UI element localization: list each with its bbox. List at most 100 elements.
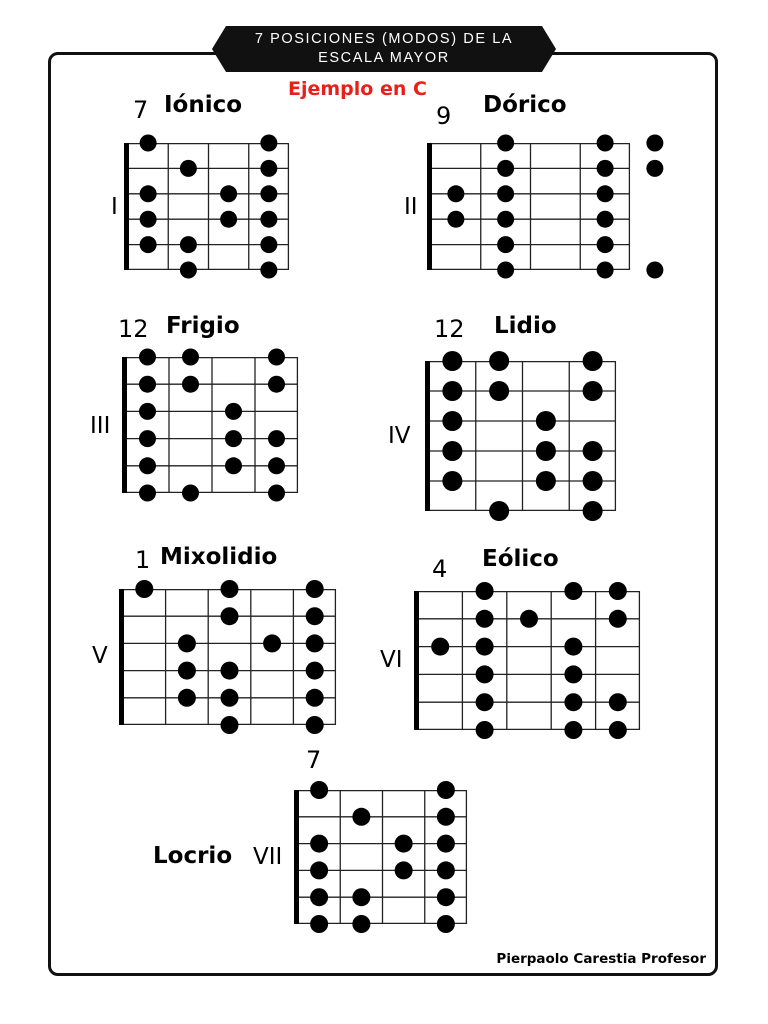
finger-dot bbox=[436, 781, 455, 799]
finger-dot bbox=[220, 716, 239, 734]
banner-title-line-2: ESCALA MAYOR bbox=[318, 50, 450, 66]
finger-dot bbox=[310, 915, 329, 933]
finger-dot bbox=[442, 381, 463, 401]
finger-dot bbox=[564, 693, 583, 712]
finger-dot bbox=[220, 688, 239, 707]
finger-dot bbox=[139, 402, 156, 420]
finger-dot bbox=[139, 185, 157, 203]
finger-dot bbox=[582, 351, 603, 371]
finger-dot bbox=[475, 665, 494, 684]
finger-dot bbox=[475, 637, 494, 656]
finger-dot bbox=[442, 351, 463, 371]
finger-dot bbox=[139, 430, 156, 448]
finger-dot bbox=[447, 185, 465, 203]
fretboard-lidio bbox=[425, 351, 617, 521]
finger-dot bbox=[310, 834, 329, 853]
fretboard-grid bbox=[427, 134, 664, 279]
mode-name-dorico: Dórico bbox=[483, 92, 567, 118]
position-label-lidio: IV bbox=[388, 423, 411, 449]
fret-number-frigio: 12 bbox=[118, 315, 149, 343]
nut-bar bbox=[122, 357, 127, 493]
finger-dot bbox=[182, 484, 199, 502]
finger-dot bbox=[352, 888, 371, 907]
finger-dot bbox=[608, 721, 627, 739]
position-label-mixolidio: V bbox=[92, 643, 108, 669]
finger-dot bbox=[135, 580, 154, 598]
position-label-ionico: I bbox=[111, 194, 118, 220]
finger-dot bbox=[497, 185, 515, 203]
finger-dot bbox=[310, 888, 329, 907]
finger-dot bbox=[139, 134, 157, 152]
finger-dot bbox=[564, 665, 583, 684]
finger-dot bbox=[564, 637, 583, 656]
mode-name-mixolidio: Mixolidio bbox=[160, 544, 278, 570]
finger-dot bbox=[436, 888, 455, 907]
finger-dot bbox=[139, 348, 156, 366]
finger-dot bbox=[268, 375, 285, 393]
fretboard-grid bbox=[414, 582, 641, 739]
finger-dot bbox=[535, 441, 556, 461]
finger-dot bbox=[352, 915, 371, 933]
finger-dot bbox=[608, 609, 627, 628]
banner-title: 7 POSICIONES (MODOS) DE LA ESCALA MAYOR bbox=[212, 30, 556, 68]
finger-dot bbox=[310, 781, 329, 799]
nut-bar bbox=[119, 589, 124, 725]
finger-dot bbox=[220, 580, 239, 598]
finger-dot bbox=[305, 580, 324, 598]
finger-dot bbox=[646, 159, 664, 177]
finger-dot bbox=[268, 348, 285, 366]
position-label-eolico: VI bbox=[380, 647, 403, 673]
finger-dot bbox=[442, 441, 463, 461]
fretboard-mixolidio bbox=[119, 580, 337, 734]
finger-dot bbox=[268, 430, 285, 448]
position-label-locrio: VII bbox=[253, 844, 283, 870]
finger-dot bbox=[260, 134, 278, 152]
position-label-dorico: II bbox=[404, 194, 418, 220]
finger-dot bbox=[497, 261, 515, 279]
finger-dot bbox=[220, 661, 239, 680]
finger-dot bbox=[260, 261, 278, 279]
finger-dot bbox=[436, 807, 455, 826]
mode-name-locrio: Locrio bbox=[153, 843, 233, 869]
finger-dot bbox=[596, 261, 614, 279]
finger-dot bbox=[305, 688, 324, 707]
finger-dot bbox=[596, 236, 614, 254]
finger-dot bbox=[177, 661, 196, 680]
finger-dot bbox=[608, 693, 627, 712]
finger-dot bbox=[305, 634, 324, 653]
finger-dot bbox=[489, 381, 510, 401]
finger-dot bbox=[260, 210, 278, 228]
finger-dot bbox=[582, 441, 603, 461]
finger-dot bbox=[179, 236, 197, 254]
nut-bar bbox=[124, 143, 129, 270]
finger-dot bbox=[582, 471, 603, 491]
finger-dot bbox=[489, 501, 510, 521]
mode-name-lidio: Lidio bbox=[494, 313, 557, 339]
finger-dot bbox=[225, 457, 242, 475]
author-credit: Pierpaolo Carestia Profesor bbox=[496, 951, 706, 967]
finger-dot bbox=[394, 834, 413, 853]
nut-bar bbox=[425, 361, 430, 511]
finger-dot bbox=[646, 134, 664, 152]
finger-dot bbox=[305, 661, 324, 680]
banner-title-line-1: 7 POSICIONES (MODOS) DE LA bbox=[254, 31, 514, 47]
finger-dot bbox=[260, 236, 278, 254]
finger-dot bbox=[352, 807, 371, 826]
title-banner: 7 POSICIONES (MODOS) DE LA ESCALA MAYOR bbox=[212, 26, 556, 72]
finger-dot bbox=[582, 381, 603, 401]
finger-dot bbox=[608, 582, 627, 600]
finger-dot bbox=[220, 185, 238, 203]
finger-dot bbox=[596, 185, 614, 203]
nut-bar bbox=[414, 591, 419, 730]
fretboard-frigio bbox=[122, 348, 299, 502]
finger-dot bbox=[442, 471, 463, 491]
fret-number-eolico: 4 bbox=[432, 555, 448, 583]
finger-dot bbox=[431, 637, 450, 656]
finger-dot bbox=[497, 159, 515, 177]
finger-dot bbox=[179, 261, 197, 279]
nut-bar bbox=[294, 790, 299, 924]
finger-dot bbox=[177, 634, 196, 653]
finger-dot bbox=[475, 693, 494, 712]
finger-dot bbox=[475, 721, 494, 739]
fretboard-grid bbox=[294, 781, 468, 933]
